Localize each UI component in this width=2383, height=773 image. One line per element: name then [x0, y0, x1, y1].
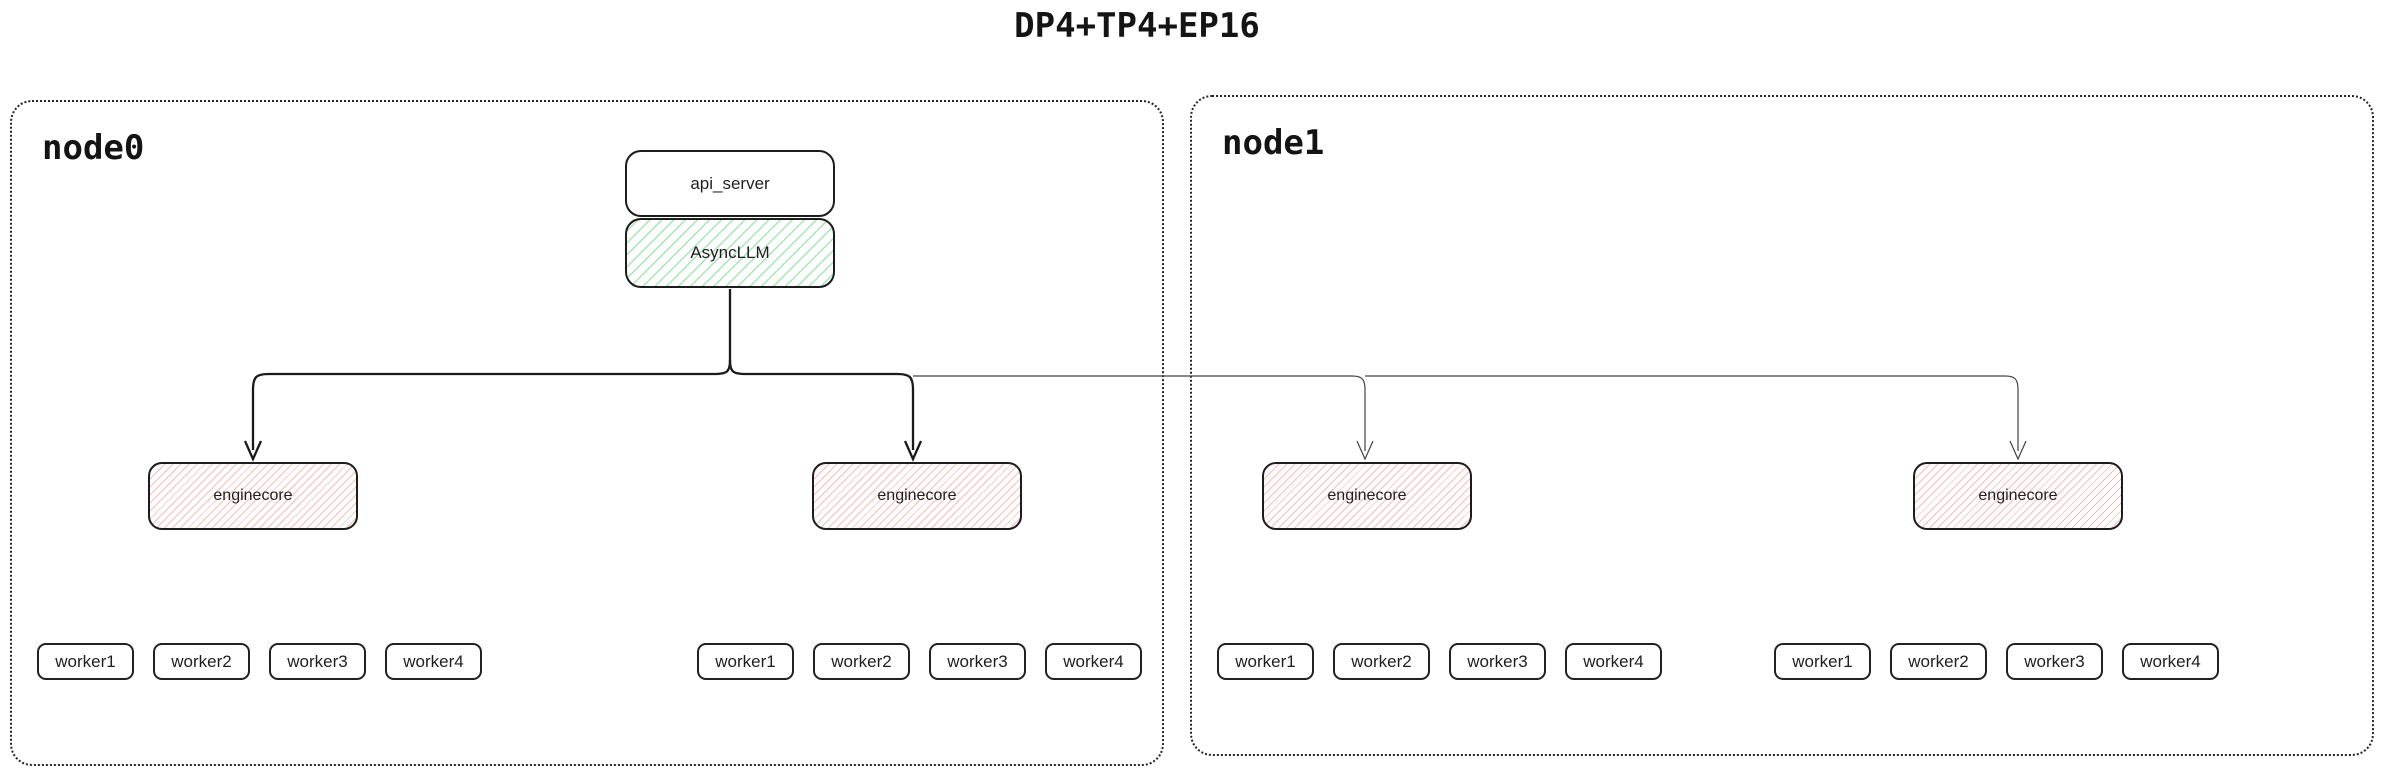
- worker-label: worker1: [1235, 651, 1296, 671]
- worker-label: worker1: [715, 651, 776, 671]
- asyncllm-box: AsyncLLM: [625, 218, 835, 288]
- worker-label: worker4: [403, 651, 464, 671]
- worker-label: worker2: [1351, 651, 1412, 671]
- worker-label: worker4: [1063, 651, 1124, 671]
- worker-box: worker3: [929, 643, 1026, 680]
- api-server-label: api_server: [690, 173, 770, 193]
- worker-label: worker4: [2140, 651, 2201, 671]
- worker-box: worker4: [1045, 643, 1142, 680]
- worker-group-2: worker1 worker2 worker3 worker4: [697, 643, 1142, 680]
- worker-label: worker3: [287, 651, 348, 671]
- enginecore-label: enginecore: [213, 487, 293, 504]
- enginecore-label: enginecore: [1978, 487, 2058, 504]
- worker-label: worker3: [1467, 651, 1528, 671]
- enginecore-box-3: enginecore: [1262, 462, 1472, 530]
- worker-label: worker2: [831, 651, 892, 671]
- enginecore-box-2: enginecore: [812, 462, 1022, 530]
- worker-box: worker2: [813, 643, 910, 680]
- worker-label: worker2: [171, 651, 232, 671]
- worker-label: worker1: [1792, 651, 1853, 671]
- worker-box: worker3: [269, 643, 366, 680]
- worker-box: worker1: [697, 643, 794, 680]
- enginecore-label: enginecore: [877, 487, 957, 504]
- worker-box: worker4: [385, 643, 482, 680]
- worker-box: worker2: [1333, 643, 1430, 680]
- api-server-box: api_server: [625, 150, 835, 217]
- worker-group-4: worker1 worker2 worker3 worker4: [1774, 643, 2219, 680]
- worker-box: worker3: [2006, 643, 2103, 680]
- worker-box: worker1: [1774, 643, 1871, 680]
- worker-box: worker3: [1449, 643, 1546, 680]
- asyncllm-label: AsyncLLM: [690, 243, 770, 262]
- node0-label: node0: [42, 128, 145, 168]
- enginecore-box-4: enginecore: [1913, 462, 2123, 530]
- worker-box: worker2: [1890, 643, 1987, 680]
- worker-box: worker1: [37, 643, 134, 680]
- worker-label: worker2: [1908, 651, 1969, 671]
- worker-box: worker1: [1217, 643, 1314, 680]
- worker-group-3: worker1 worker2 worker3 worker4: [1217, 643, 1662, 680]
- enginecore-label: enginecore: [1327, 487, 1407, 504]
- worker-box: worker2: [153, 643, 250, 680]
- worker-box: worker4: [2122, 643, 2219, 680]
- worker-label: worker4: [1583, 651, 1644, 671]
- worker-label: worker3: [947, 651, 1008, 671]
- diagram-title: DP4+TP4+EP16: [1014, 6, 1260, 46]
- worker-group-1: worker1 worker2 worker3 worker4: [37, 643, 482, 680]
- worker-box: worker4: [1565, 643, 1662, 680]
- enginecore-box-1: enginecore: [148, 462, 358, 530]
- node1-label: node1: [1222, 123, 1325, 163]
- worker-label: worker1: [55, 651, 116, 671]
- worker-label: worker3: [2024, 651, 2085, 671]
